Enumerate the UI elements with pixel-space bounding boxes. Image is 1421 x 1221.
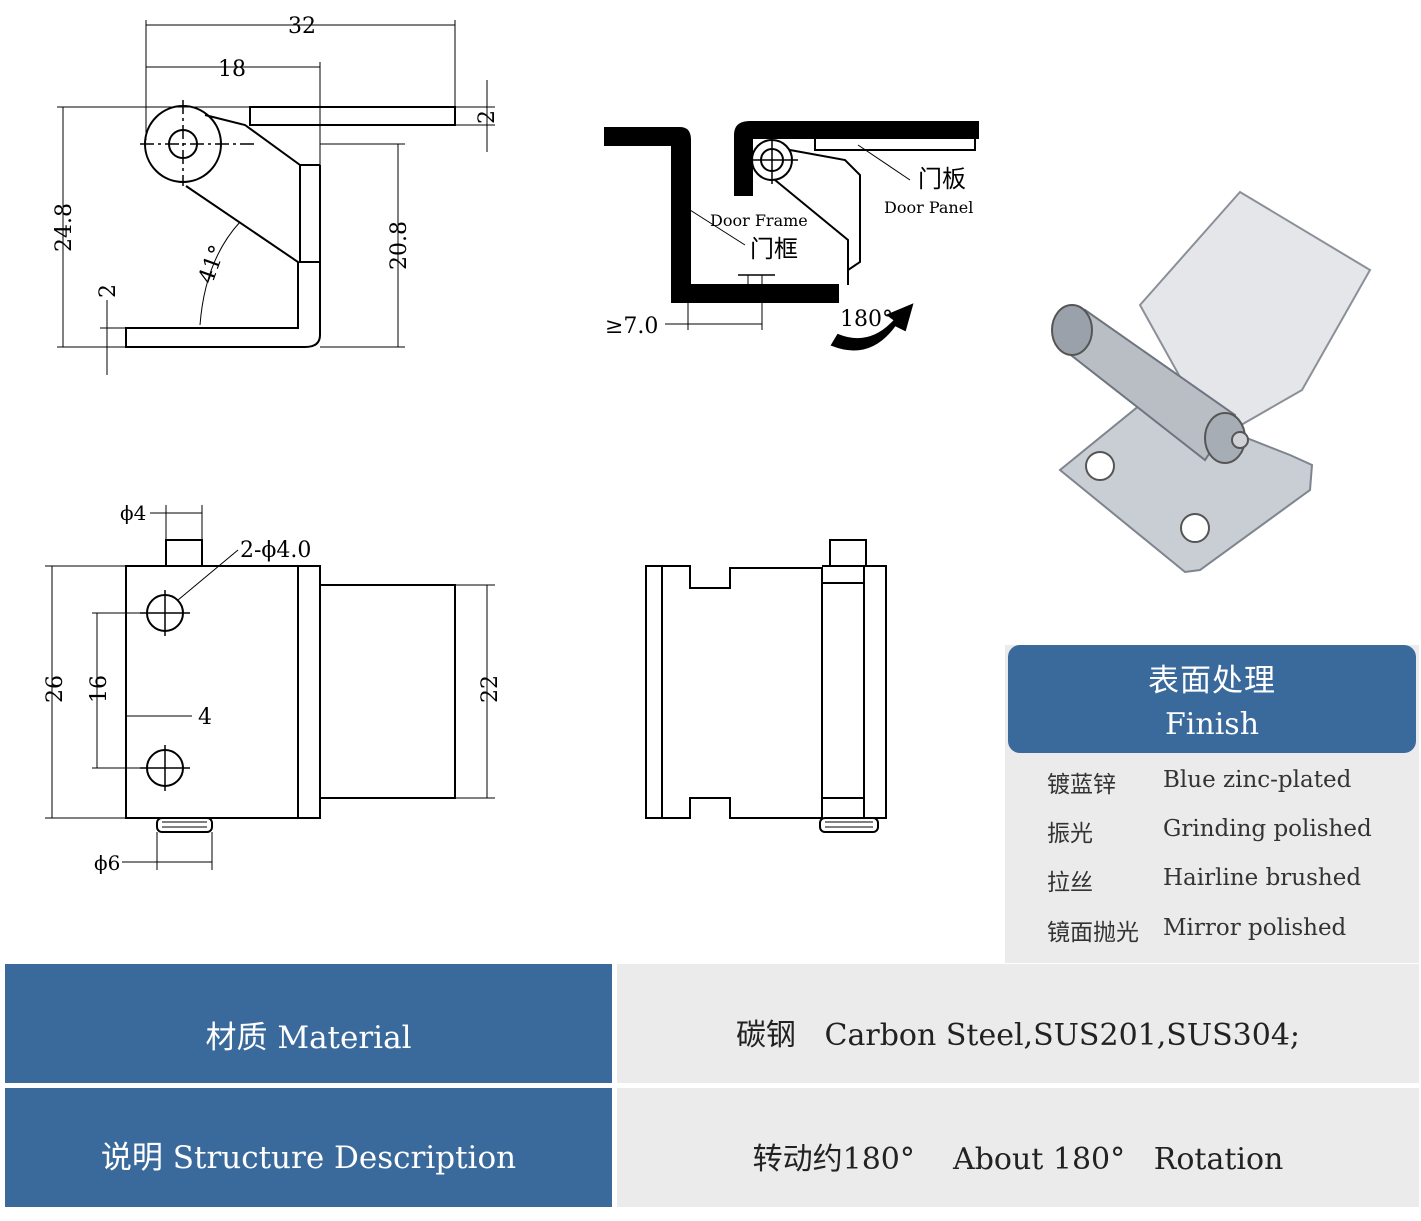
- dim-26-label: 26: [43, 675, 68, 703]
- finish-row: 镜面抛光 Mirror polished: [1005, 913, 1419, 953]
- finish-title-en: Finish: [1164, 707, 1260, 742]
- finish-row-zh: 镜面抛光: [1047, 920, 1139, 946]
- dim-2-left-label: 2: [96, 284, 121, 298]
- description-label-cell: 说明 Structure Description: [5, 1088, 612, 1207]
- finish-row-zh: 镀蓝锌: [1047, 772, 1116, 798]
- dim-24-8-label: 24.8: [52, 203, 77, 252]
- door-frame-en-label: Door Frame: [710, 211, 808, 230]
- installation-view: [604, 121, 979, 351]
- finish-title-zh: 表面处理: [1148, 663, 1276, 699]
- dim-20-8-label: 20.8: [387, 221, 412, 270]
- dim-2-top-label: 2: [475, 110, 500, 124]
- finish-row-zh: 拉丝: [1047, 870, 1093, 896]
- product-photo: [1051, 190, 1372, 574]
- material-value: 碳钢 Carbon Steel,SUS201,SUS304;: [735, 1018, 1301, 1053]
- dim-4-label: 4: [198, 705, 212, 730]
- description-value: 转动约180° About 180° Rotation: [752, 1142, 1284, 1177]
- finish-row: 拉丝 Hairline brushed: [1005, 863, 1419, 903]
- finish-row-zh: 振光: [1047, 821, 1093, 847]
- description-value-cell: 转动约180° About 180° Rotation: [617, 1088, 1419, 1207]
- technical-drawing: 32 18 2 24.8 20.8 2 41° Door Frame 门框 门板…: [43, 14, 1372, 875]
- dim-phi4-label: ϕ4: [120, 501, 146, 525]
- description-label: 说明 Structure Description: [100, 1140, 517, 1176]
- front-view: [45, 505, 495, 870]
- rotation-label: 180°: [840, 307, 893, 332]
- door-panel-en-label: Door Panel: [884, 198, 973, 217]
- finish-row: 镀蓝锌 Blue zinc-plated: [1005, 765, 1419, 805]
- finish-row-en: Blue zinc-plated: [1163, 767, 1352, 793]
- end-view: [645, 539, 887, 833]
- finish-row-en: Mirror polished: [1163, 915, 1347, 941]
- finish-header: 表面处理 Finish: [1008, 645, 1416, 753]
- finish-row-en: Hairline brushed: [1163, 865, 1362, 891]
- material-value-cell: 碳钢 Carbon Steel,SUS201,SUS304;: [617, 964, 1419, 1083]
- side-view: [57, 20, 495, 375]
- dim-phi6-label: ϕ6: [94, 851, 120, 875]
- angle-41-label: 41°: [194, 242, 231, 287]
- material-label-cell: 材质 Material: [5, 964, 612, 1083]
- dim-2phi4-label: 2-ϕ4.0: [240, 538, 311, 563]
- finish-row-en: Grinding polished: [1163, 816, 1372, 842]
- min-gap-label: ≥7.0: [605, 314, 658, 339]
- dim-22-label: 22: [478, 675, 503, 703]
- door-panel-zh-label: 门板: [918, 165, 966, 193]
- dim-18-label: 18: [218, 57, 246, 82]
- dim-32-label: 32: [288, 14, 316, 39]
- door-frame-zh-label: 门框: [750, 235, 798, 263]
- dim-16-label: 16: [87, 675, 112, 703]
- material-label: 材质 Material: [205, 1020, 412, 1056]
- finish-row: 振光 Grinding polished: [1005, 814, 1419, 854]
